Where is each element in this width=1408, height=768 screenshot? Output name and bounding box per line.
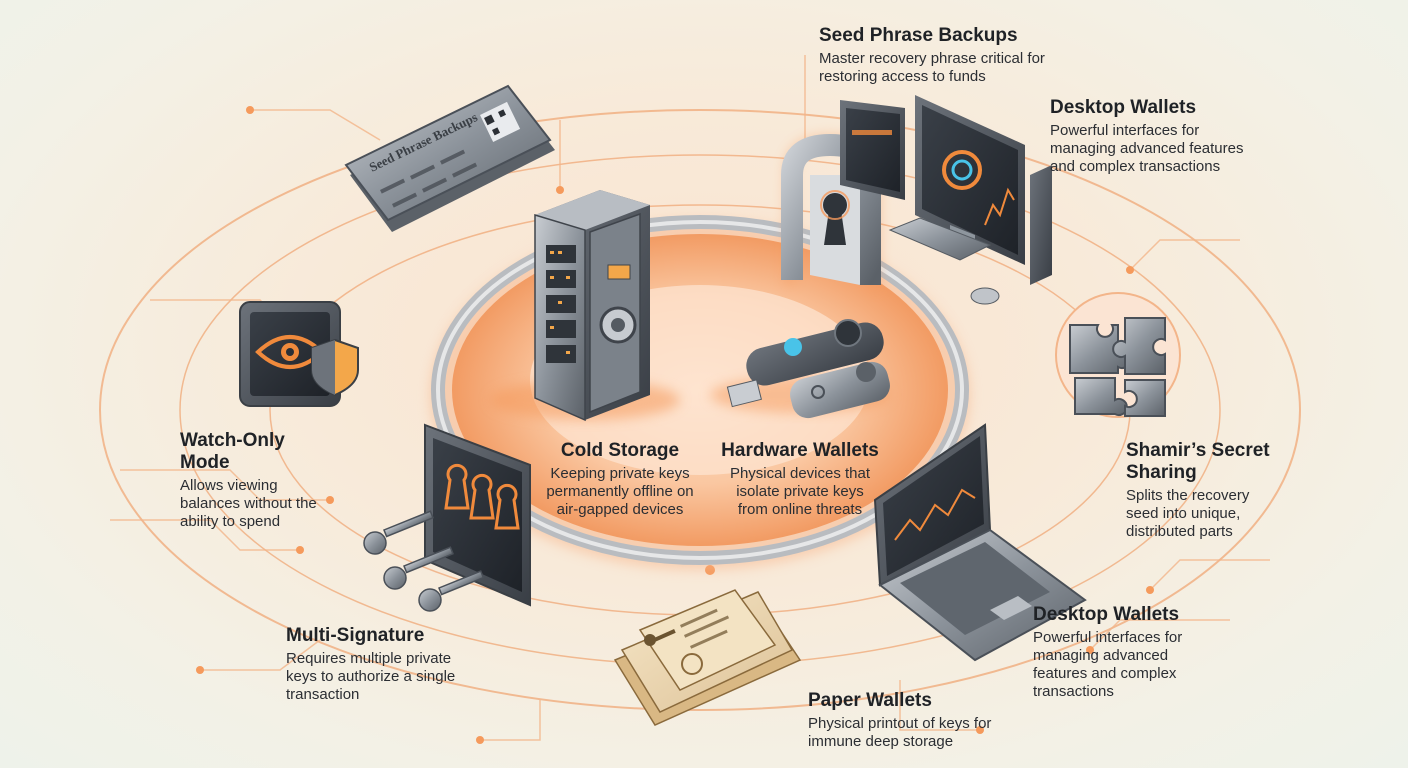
- shamirs-secret-sharing-title: Shamir’s Secret Sharing: [1126, 440, 1270, 483]
- laptop-illustration: [873, 423, 1087, 662]
- watch-only-mode-desc: Allows viewing balances without the abil…: [180, 477, 317, 530]
- multi-signature-title: Multi-Signature: [286, 625, 425, 646]
- label-seed-phrase-backups: Seed Phrase Backups Master recovery phra…: [819, 25, 1049, 86]
- desktop-wallets-top-desc: Powerful interfaces for managing advance…: [1050, 122, 1244, 175]
- hardware-wallets-desc: Physical devices that isolate private ke…: [729, 465, 871, 518]
- watch-only-mode-title: Watch-Only Mode: [180, 430, 285, 473]
- paper-wallets-illustration: [613, 589, 802, 726]
- hardware-wallets-title: Hardware Wallets: [721, 440, 879, 461]
- multi-signature-desc: Requires multiple private keys to author…: [286, 650, 456, 703]
- label-watch-only-mode: Watch-Only Mode Allows viewing balances …: [180, 430, 330, 531]
- label-hardware-wallets: Hardware Wallets Physical devices that i…: [720, 440, 880, 519]
- cold-storage-title: Cold Storage: [560, 440, 680, 461]
- desktop-wallets-bottom-title: Desktop Wallets: [1033, 604, 1180, 625]
- cold-storage-desc: Keeping private keys permanently offline…: [546, 465, 694, 518]
- label-cold-storage: Cold Storage Keeping private keys perman…: [540, 440, 700, 519]
- label-paper-wallets: Paper Wallets Physical printout of keys …: [808, 690, 998, 751]
- label-multi-signature: Multi-Signature Requires multiple privat…: [286, 625, 476, 704]
- paper-wallets-title: Paper Wallets: [808, 690, 932, 711]
- puzzle-pieces-illustration: [1055, 292, 1181, 418]
- seed-phrase-plate-illustration: Seed Phrase Backups: [344, 84, 555, 232]
- paper-wallets-desc: Physical printout of keys for immune dee…: [808, 715, 992, 750]
- seed-phrase-backups-desc: Master recovery phrase critical for rest…: [819, 50, 1045, 85]
- seed-phrase-backups-title: Seed Phrase Backups: [819, 25, 1018, 46]
- desktop-monitors-illustration: [840, 95, 1052, 305]
- desktop-wallets-bottom-desc: Powerful interfaces for managing advance…: [1033, 629, 1183, 700]
- label-desktop-wallets-bottom: Desktop Wallets Powerful interfaces for …: [1033, 604, 1208, 701]
- hardware-wallets-illustration: [710, 319, 890, 419]
- label-shamirs-secret-sharing: Shamir’s Secret Sharing Splits the recov…: [1126, 440, 1271, 541]
- desktop-wallets-top-title: Desktop Wallets: [1050, 97, 1197, 118]
- watch-only-tablet-illustration: [239, 301, 359, 407]
- multi-signature-illustration: [363, 423, 531, 612]
- circuit-traces: [110, 55, 1270, 741]
- shamirs-secret-sharing-desc: Splits the recovery seed into unique, di…: [1126, 487, 1250, 540]
- cold-storage-vault-illustration: [490, 190, 680, 422]
- label-desktop-wallets-top: Desktop Wallets Powerful interfaces for …: [1050, 97, 1260, 176]
